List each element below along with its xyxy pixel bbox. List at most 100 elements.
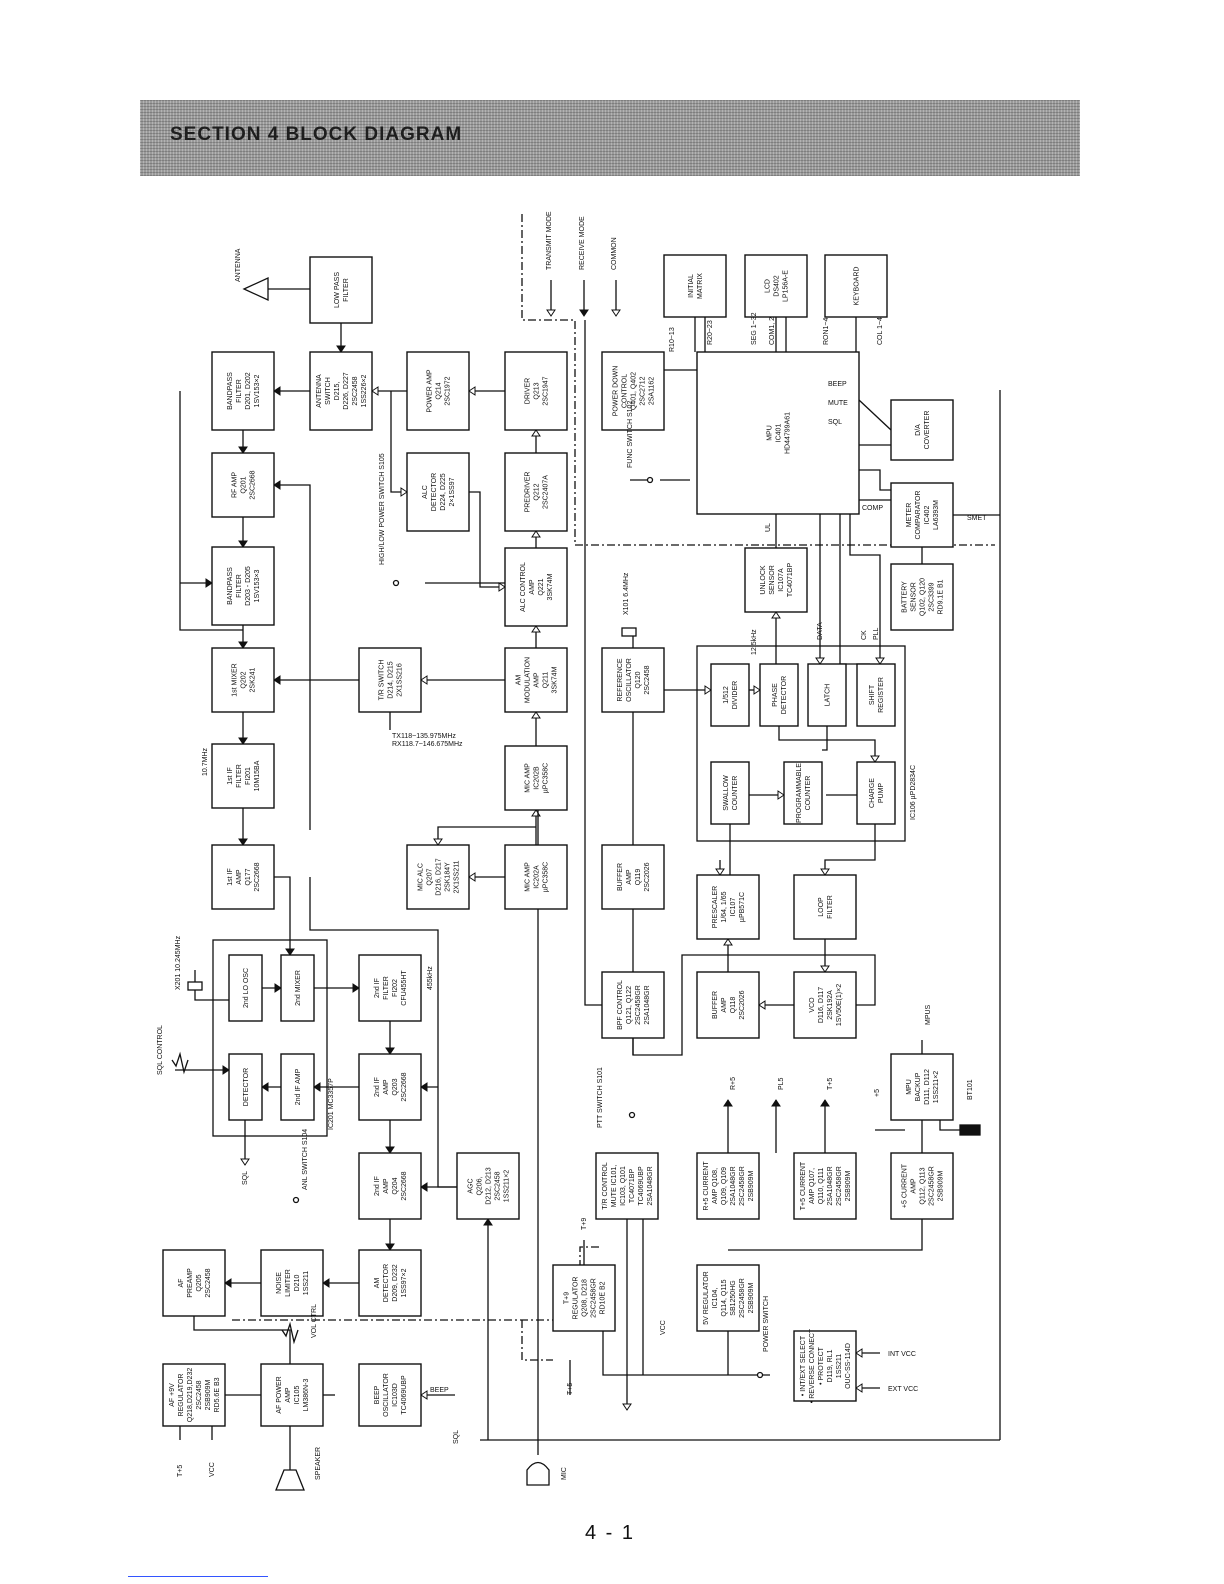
wire-arrow [820,868,830,876]
wire-arrow [385,1047,395,1055]
block-second-if-amp-inner: 2nd IF AMP [280,1053,315,1121]
wire-arrow [273,675,281,685]
wire-arrow [433,838,443,846]
wire-arrow [285,948,295,956]
label-sql-control: SQL CONTROL [157,1025,164,1075]
label-t5-label2: T+5 [567,1383,574,1395]
antenna-icon [242,276,269,302]
block-label: 2nd MIXER [295,970,302,1006]
switch-icon [646,476,654,484]
wire-arrow [771,1099,781,1107]
label-beep-in: BEEP [430,1387,449,1394]
wire-arrow [205,578,213,588]
label-seg: SEG 1~32 [751,312,758,345]
label-mpus-out: MPUS [925,1004,932,1025]
wire [179,391,243,631]
label-smet: SMET [967,515,987,522]
block-second-mixer: 2nd MIXER [280,954,315,1022]
wire-arrow [336,345,346,353]
label-ptt-switch: PTT SWITCH S101 [597,1067,604,1128]
wire-arrow [273,480,281,490]
section-banner: SECTION 4 BLOCK DIAGRAM [140,100,1080,176]
wire [521,214,995,546]
wire [194,970,229,1001]
label-col: COL 1~4 [877,317,884,345]
block-label: 2nd LO OSC [243,968,250,1008]
label-t5-out: T+5 [827,1078,834,1090]
label-ic106-label: IC106 µPD2834C [910,765,917,820]
wire-arrow [238,641,248,649]
wire-arrow [420,1082,428,1092]
wire-arrow [238,737,248,745]
group-ic106 [696,645,906,842]
page-number: 4 - 1 [585,1522,636,1544]
label-comp: COMP [862,505,883,512]
block-label: 2nd IF AMP [295,1068,302,1105]
wire-arrow [400,487,408,497]
label-if2-freq: 455kHz [427,966,434,990]
label-vcc-in: VCC [209,1462,216,1477]
wire [859,469,891,491]
wire-arrow [855,1348,863,1358]
wires [171,214,1001,1491]
label-sql-bottom: SQL [453,1430,460,1444]
label-pll: PLL [873,627,880,640]
wire-arrow [385,1146,395,1154]
wire [858,399,892,431]
label-c5-label: +5 [874,1089,881,1097]
label-if-freq: 10.7MHz [202,747,209,776]
wire-arrow [468,872,476,882]
wire-arrow [753,685,761,695]
wire [839,514,870,665]
switch-icon [756,1371,764,1379]
wire-arrow [815,657,825,665]
label-speaker: SPEAKER [315,1447,322,1480]
wire-arrow [261,1082,269,1092]
wire-arrow [371,386,379,396]
wire-arrow [420,675,428,685]
wire-arrow [420,1390,428,1400]
wire-arrow [715,868,725,876]
label-antenna: ANTENNA [235,248,242,282]
label-x101: X101 6.4MHz [623,572,630,615]
